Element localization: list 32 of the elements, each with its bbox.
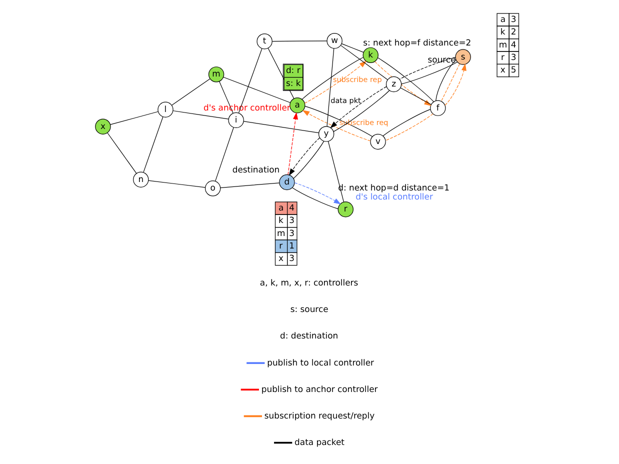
label: 3 <box>289 253 294 264</box>
label: 4 <box>289 202 294 213</box>
label: 2 <box>510 26 516 37</box>
label: 3 <box>289 215 294 226</box>
label: s: source <box>290 304 328 314</box>
legend-label: publish to anchor controller <box>261 384 378 394</box>
label: 1 <box>289 240 294 251</box>
label: m <box>277 228 286 238</box>
label: x <box>500 64 506 75</box>
label: d: destination <box>280 330 338 340</box>
label: a, k, m, x, r: controllers <box>260 277 358 288</box>
label: k <box>278 215 284 226</box>
label: d: r <box>286 65 300 76</box>
node-label: s: next hop=f distance=2 <box>363 37 472 48</box>
label: 3 <box>289 228 294 238</box>
label: r <box>279 240 283 251</box>
label: 4 <box>510 39 516 50</box>
legend-label: publish to local controller <box>267 357 374 368</box>
node-label: destination <box>232 164 280 174</box>
node-label: d's local controller <box>356 192 433 202</box>
label: s: k <box>286 78 301 88</box>
label: k <box>500 26 506 37</box>
label: 3 <box>510 52 516 62</box>
label: x <box>278 253 284 264</box>
label: r <box>500 52 504 62</box>
legend-label: data packet <box>294 436 344 447</box>
label: a <box>278 202 284 213</box>
legend-label: subscription request/reply <box>264 410 375 420</box>
label: a <box>500 14 506 24</box>
label: m <box>498 39 508 50</box>
label: 5 <box>510 64 516 75</box>
label: 3 <box>510 14 516 24</box>
